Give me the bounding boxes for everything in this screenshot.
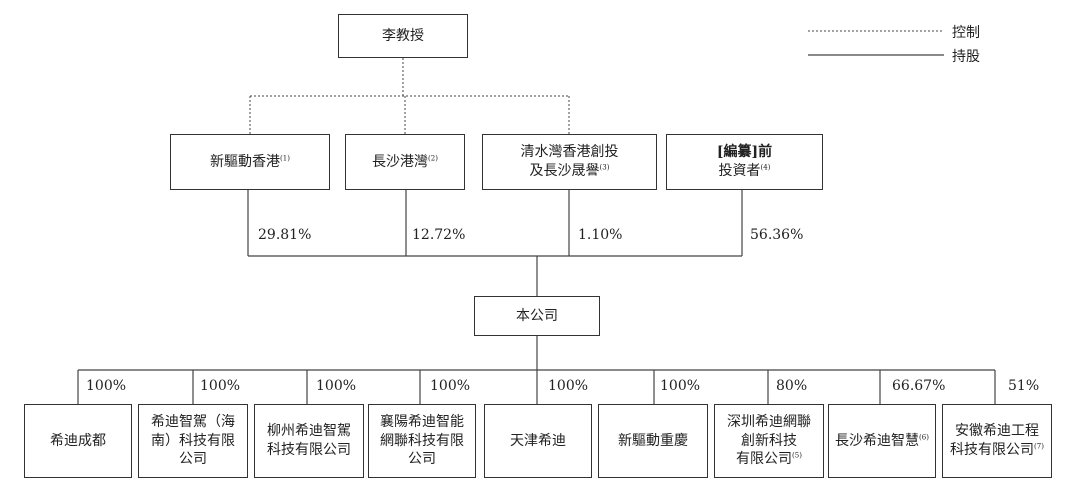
subsidiary-percent-9: 51%: [1008, 378, 1040, 394]
subsidiary-percent-5: 100%: [548, 378, 589, 394]
subsidiary-label: 新驅動重慶: [618, 432, 688, 449]
shareholder-percent-3: 1.10%: [578, 227, 623, 243]
shareholder-label: 新驅動香港(1): [210, 153, 290, 170]
subsidiary-label: 希迪智駕（海南）科技有限公司: [151, 413, 235, 468]
legend-control-label: 控制: [952, 25, 980, 41]
subsidiary-label: 深圳希迪網聯創新科技有限公司(5): [727, 413, 811, 468]
subsidiary-label: 柳州希迪智駕科技有限公司: [267, 423, 351, 458]
subsidiary-box-2: 希迪智駕（海南）科技有限公司: [138, 404, 248, 478]
subsidiary-label: 安徽希迪工程科技有限公司(7): [950, 423, 1044, 458]
subsidiary-box-9: 安徽希迪工程科技有限公司(7): [942, 404, 1052, 478]
shareholder-label: 清水灣香港創投及長沙晟譽(3): [520, 144, 619, 179]
shareholder-label: [編纂]前投資者(4): [716, 144, 773, 179]
shareholder-percent-4: 56.36%: [750, 227, 804, 243]
subsidiary-percent-1: 100%: [86, 378, 127, 394]
subsidiary-percent-3: 100%: [316, 378, 357, 394]
subsidiary-box-8: 長沙希迪智慧(6): [828, 404, 936, 478]
subsidiary-percent-7: 80%: [776, 378, 808, 394]
subsidiary-box-4: 襄陽希迪智能網聯科技有限公司: [368, 404, 476, 478]
shareholder-percent-1: 29.81%: [258, 227, 312, 243]
shareholder-percent-2: 12.72%: [412, 227, 466, 243]
control-lines: [249, 58, 570, 134]
subsidiary-box-7: 深圳希迪網聯創新科技有限公司(5): [714, 404, 824, 478]
legend-holding-label: 持股: [952, 49, 980, 65]
company-name: 本公司: [516, 307, 558, 324]
subsidiary-label: 天津希迪: [510, 432, 566, 449]
founder-name: 李教授: [382, 27, 424, 44]
subsidiary-box-6: 新驅動重慶: [598, 404, 708, 478]
shareholder-box-1: 新驅動香港(1): [170, 134, 330, 190]
shareholder-box-3: 清水灣香港創投及長沙晟譽(3): [482, 134, 657, 190]
shareholder-box-2: 長沙港灣(2): [345, 134, 465, 190]
subsidiary-label: 希迪成都: [50, 432, 106, 449]
holding-lines-upper: [247, 190, 743, 296]
shareholder-label: 長沙港灣(2): [372, 153, 438, 170]
holding-lines-lower: [77, 336, 996, 404]
subsidiary-box-5: 天津希迪: [484, 404, 592, 478]
subsidiary-label: 長沙希迪智慧(6): [835, 432, 929, 449]
subsidiary-box-3: 柳州希迪智駕科技有限公司: [254, 404, 364, 478]
subsidiary-label: 襄陽希迪智能網聯科技有限公司: [380, 413, 464, 468]
company-box: 本公司: [474, 296, 600, 336]
subsidiary-percent-2: 100%: [200, 378, 241, 394]
founder-box: 李教授: [338, 14, 468, 58]
subsidiary-percent-8: 66.67%: [892, 378, 946, 394]
subsidiary-box-1: 希迪成都: [24, 404, 132, 478]
subsidiary-percent-4: 100%: [430, 378, 471, 394]
shareholder-box-4: [編纂]前投資者(4): [666, 134, 823, 190]
subsidiary-percent-6: 100%: [660, 378, 701, 394]
